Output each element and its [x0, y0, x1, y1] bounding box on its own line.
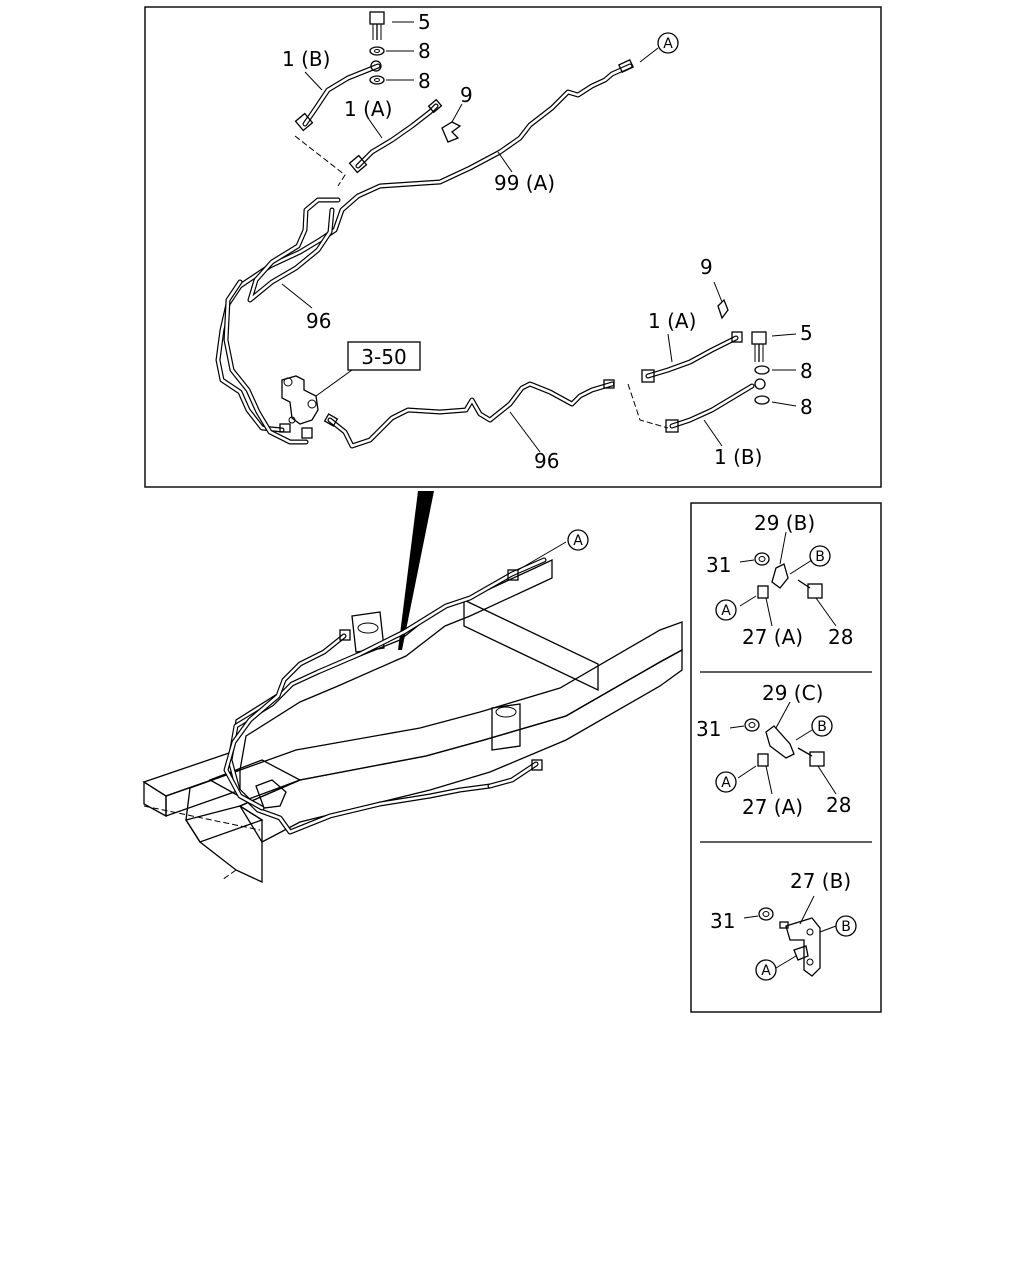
label-1a-top: 1 (A): [344, 97, 392, 121]
label-9-right: 9: [700, 255, 713, 279]
label-28-2: 28: [826, 793, 851, 817]
chassis-brake-lines: [223, 557, 547, 835]
hose-1b-right: [665, 378, 766, 433]
label-99a: 99 (A): [494, 171, 555, 195]
label-29c: 29 (C): [762, 681, 823, 705]
svg-text:A: A: [663, 36, 673, 52]
pipe-96-left: [223, 197, 341, 445]
svg-text:A: A: [573, 533, 583, 549]
washer-8-right-a: [754, 365, 770, 375]
label-8-right-b: 8: [800, 395, 813, 419]
label-1b-top: 1 (B): [282, 47, 330, 71]
label-28-1: 28: [828, 625, 853, 649]
pipe-96-bottom: [327, 381, 615, 449]
ref-a-3: A: [761, 963, 771, 979]
detail-section-2: B A 29 (C) 31 27 (A) 28: [696, 681, 851, 819]
chassis-frame: [142, 491, 683, 884]
top-panel-frame: [144, 6, 882, 488]
proportioning-valve: [279, 375, 339, 439]
ref-b-1: B: [815, 549, 825, 565]
bolt-5-top: [369, 11, 385, 40]
label-1b-right: 1 (B): [714, 445, 762, 469]
label-8-top-a: 8: [418, 39, 431, 63]
label-31-1: 31: [706, 553, 731, 577]
label-29b: 29 (B): [754, 511, 815, 535]
label-8-right-a: 8: [800, 359, 813, 383]
bolt-5-right: [751, 331, 767, 362]
washer-8-top-b: [369, 75, 385, 85]
label-96-bottom: 96: [534, 449, 559, 473]
hose-1a-top: [348, 98, 443, 174]
label-31-3: 31: [710, 909, 735, 933]
detail-section-3: B A 27 (B) 31: [710, 869, 857, 981]
ref-circle-a-top: A: [657, 32, 679, 54]
svg-text:3-50: 3-50: [361, 345, 406, 369]
washer-8-right-b: [754, 395, 770, 405]
washer-8-top-a: [369, 46, 385, 56]
label-5-top: 5: [418, 10, 431, 34]
label-8-top-b: 8: [418, 69, 431, 93]
label-96-top: 96: [306, 309, 331, 333]
label-27a-2: 27 (A): [742, 795, 803, 819]
label-9-top: 9: [460, 83, 473, 107]
ref-a-1: A: [721, 603, 731, 619]
label-31-2: 31: [696, 717, 721, 741]
ref-b-2: B: [817, 719, 827, 735]
label-1a-right: 1 (A): [648, 309, 696, 333]
ref-b-3: B: [841, 919, 851, 935]
ref-a-2: A: [721, 775, 731, 791]
hose-1a-right: [641, 331, 743, 383]
ref-box-3-50: 3-50: [347, 341, 421, 371]
pipe-99a: [215, 63, 633, 433]
label-27b: 27 (B): [790, 869, 851, 893]
ref-circle-a-chassis: A: [567, 529, 589, 551]
hose-1b-top: [294, 60, 382, 132]
label-5-right: 5: [800, 321, 813, 345]
label-27a-1: 27 (A): [742, 625, 803, 649]
detail-section-1: B A 29 (B) 31 27 (A) 28: [706, 511, 853, 649]
